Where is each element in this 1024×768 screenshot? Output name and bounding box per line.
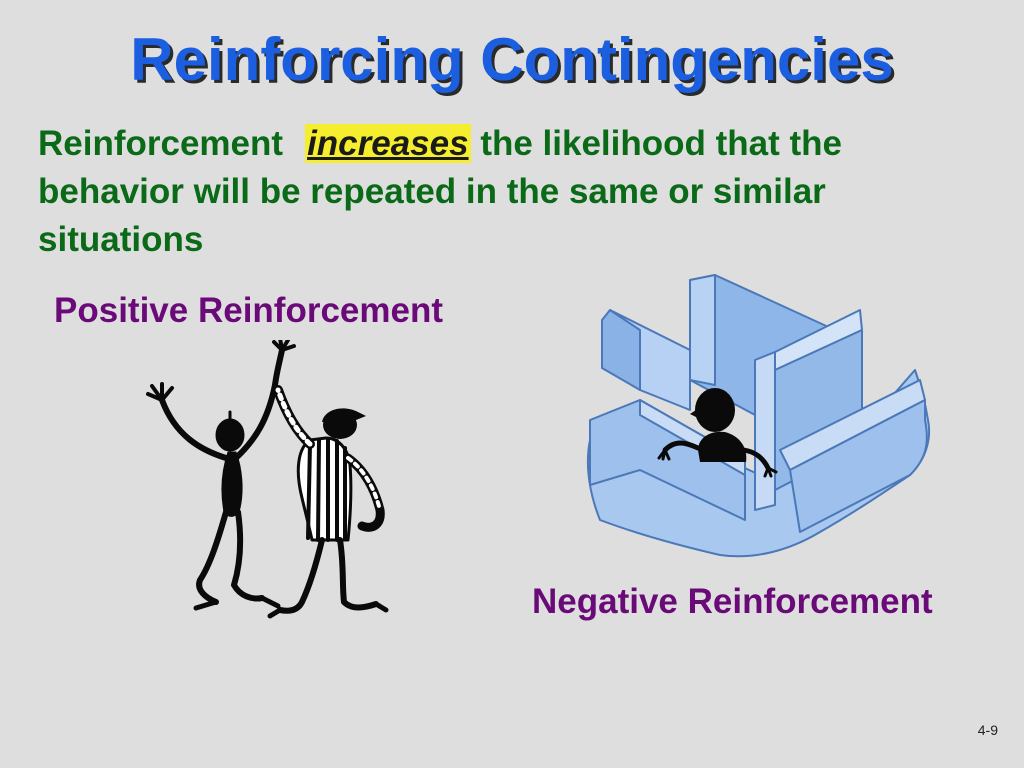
positive-reinforcement-label: Positive Reinforcement [54, 291, 443, 330]
definition-rest: the likelihood that the behavior will be… [38, 124, 842, 259]
maze-base [586, 274, 930, 558]
page-number: 4-9 [977, 722, 998, 738]
definition-text: Reinforcement increases the likelihood th… [38, 120, 988, 264]
right-striped-figure [267, 340, 389, 619]
slide-title: Reinforcing Contingencies [130, 26, 894, 93]
definition-lead: Reinforcement [38, 124, 284, 163]
left-stick-figure [146, 382, 281, 611]
negative-reinforcement-label: Negative Reinforcement [532, 582, 933, 621]
peeking-figure [657, 388, 778, 478]
definition-emphasis: increases [305, 124, 471, 163]
maze-figure-illustration [586, 274, 930, 558]
high-five-figures-illustration [146, 340, 389, 619]
